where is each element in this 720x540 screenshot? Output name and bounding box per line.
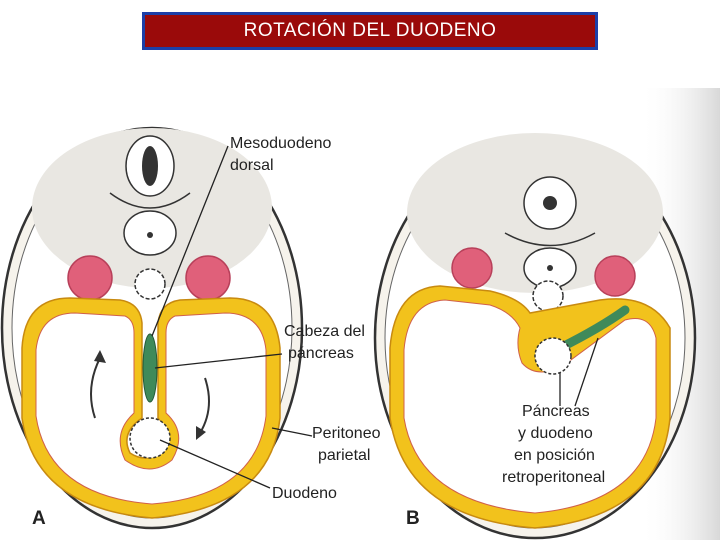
kidney-left-a [67,255,113,301]
rotation-arrow-left-a [90,357,101,419]
leader-lines [151,145,599,489]
label-duodeno: Duodeno [272,485,337,502]
leader-mesoduodeno [151,145,229,337]
kidney-right-b [594,255,636,297]
notochord-b [547,265,553,271]
vertebral-arch-b [504,232,596,247]
pancreas-head-a [142,333,158,403]
duodenum-rotation-figure: A B Mesoduodeno dorsal Cabeza del páncre… [0,88,720,540]
label-peritoneo-2: parietal [318,447,370,464]
slide-title-box: ROTACIÓN DEL DUODENO [142,12,598,50]
panel-letter-a: A [32,508,46,529]
aorta-b [532,280,564,312]
kidney-right-a [185,255,231,301]
peritoneal-cavity-a [35,312,267,505]
rotation-arrow-right-a [199,377,210,434]
vertebral-arch-a [109,192,191,209]
duodenum-a [129,417,171,459]
label-peritoneo-1: Peritoneo [312,425,381,442]
labels: Mesoduodeno dorsal Cabeza del páncreas P… [230,135,605,502]
kidney-left-b [451,247,493,289]
aorta-a [134,268,166,300]
label-pancreas-3: en posición [514,447,595,464]
slide-title: ROTACIÓN DEL DUODENO [243,20,497,41]
panel-letter-b: B [406,508,420,529]
neural-canal-a [142,146,158,186]
notochord-a [147,232,153,238]
label-cabeza-2: páncreas [288,345,354,362]
neural-canal-b [543,196,557,210]
leader-duodeno [159,439,271,489]
label-pancreas-2: y duodeno [518,425,593,442]
section-b: B [373,133,697,540]
label-mesoduodeno-1: Mesoduodeno [230,135,332,152]
label-cabeza-1: Cabeza del [284,323,365,340]
leader-peritoneo [271,427,313,437]
label-mesoduodeno-2: dorsal [230,157,274,174]
leader-pancreas-2 [574,337,599,407]
label-pancreas-1: Páncreas [522,403,590,420]
arrowhead-left-a [94,350,106,363]
leader-cabeza [154,353,283,369]
arrowhead-right-a [196,426,206,440]
label-pancreas-4: retroperitoneal [502,469,605,486]
section-a: A [0,126,304,530]
duodenum-b [534,337,572,375]
